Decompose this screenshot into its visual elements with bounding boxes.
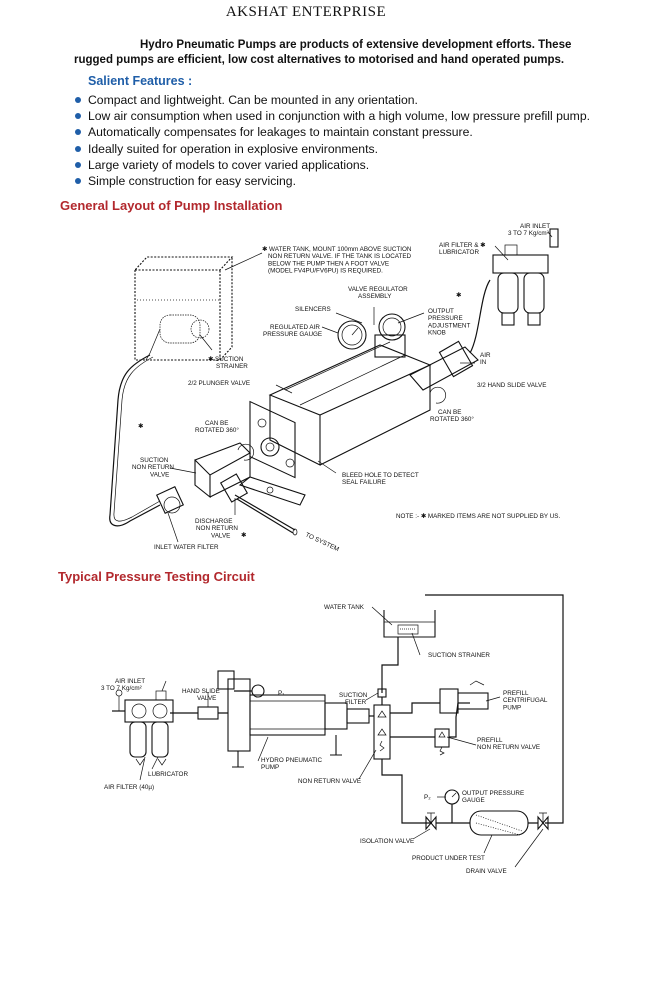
svg-text:DRAIN VALVE: DRAIN VALVE [466, 868, 507, 875]
svg-text:NON RETURN VALVE: NON RETURN VALVE [298, 778, 361, 785]
features-title: Salient Features : [88, 74, 193, 88]
water-tank-drawing [133, 256, 234, 361]
svg-text:SILENCERS: SILENCERS [295, 306, 331, 313]
bullet-icon [75, 129, 81, 136]
svg-text:✱: ✱ [241, 532, 246, 539]
svg-text:LUBRICATOR: LUBRICATOR [148, 771, 188, 778]
bullet-icon [75, 178, 81, 185]
svg-text:ISOLATION VALVE: ISOLATION VALVE [360, 838, 414, 845]
svg-text:AIR FILTER (40µ): AIR FILTER (40µ) [104, 784, 154, 791]
features-list: Compact and lightweight. Can be mounted … [75, 92, 635, 189]
svg-text:P₁: P₁ [278, 690, 284, 697]
svg-text:✱ WATER TANK, MOUNT 100mm ABOV: ✱ WATER TANK, MOUNT 100mm ABOVE SUCTIONN… [262, 246, 412, 275]
intro-paragraph: Hydro Pneumatic Pumps are products of ex… [74, 39, 572, 66]
feature-item: Ideally suited for operation in explosiv… [75, 141, 635, 157]
svg-text:✱: ✱ [138, 423, 143, 430]
bullet-icon [75, 145, 81, 152]
feature-item: Low air consumption when used in conjunc… [75, 108, 635, 124]
svg-text:AIR FILTER & ✱LUBRICATOR: AIR FILTER & ✱LUBRICATOR [439, 242, 485, 256]
svg-text:NOTE :- ✱ MARKED ITEMS ARE NOT: NOTE :- ✱ MARKED ITEMS ARE NOT SUPPLIED … [396, 513, 560, 520]
svg-text:3/2 HAND SLIDE VALVE: 3/2 HAND SLIDE VALVE [477, 382, 546, 389]
svg-text:SUCTION STRAINER: SUCTION STRAINER [428, 652, 490, 659]
svg-text:✱: ✱ [456, 292, 461, 299]
svg-text:PRODUCT UNDER TEST: PRODUCT UNDER TEST [412, 855, 485, 862]
circuit-section-title: Typical Pressure Testing Circuit [58, 569, 255, 584]
feature-item: Large variety of models to cover varied … [75, 157, 635, 173]
bullet-icon [75, 113, 81, 120]
feature-item: Simple construction for easy servicing. [75, 173, 635, 189]
bullet-icon [75, 161, 81, 168]
svg-text:INLET WATER FILTER: INLET WATER FILTER [154, 544, 219, 551]
svg-text:2/2 PLUNGER VALVE: 2/2 PLUNGER VALVE [188, 380, 250, 387]
pump-body-drawing [155, 279, 491, 536]
bullet-icon [75, 97, 81, 103]
feature-item: Automatically compensates for leakages t… [75, 124, 635, 140]
frl-unit-drawing [492, 228, 559, 326]
svg-text:P₂: P₂ [424, 794, 431, 801]
svg-text:WATER TANK: WATER TANK [324, 604, 365, 611]
svg-text:TO SYSTEM: TO SYSTEM [304, 531, 340, 553]
feature-item: Compact and lightweight. Can be mounted … [75, 92, 635, 108]
layout-section-title: General Layout of Pump Installation [60, 198, 283, 213]
company-name: AKSHAT ENTERPRISE [225, 4, 387, 20]
